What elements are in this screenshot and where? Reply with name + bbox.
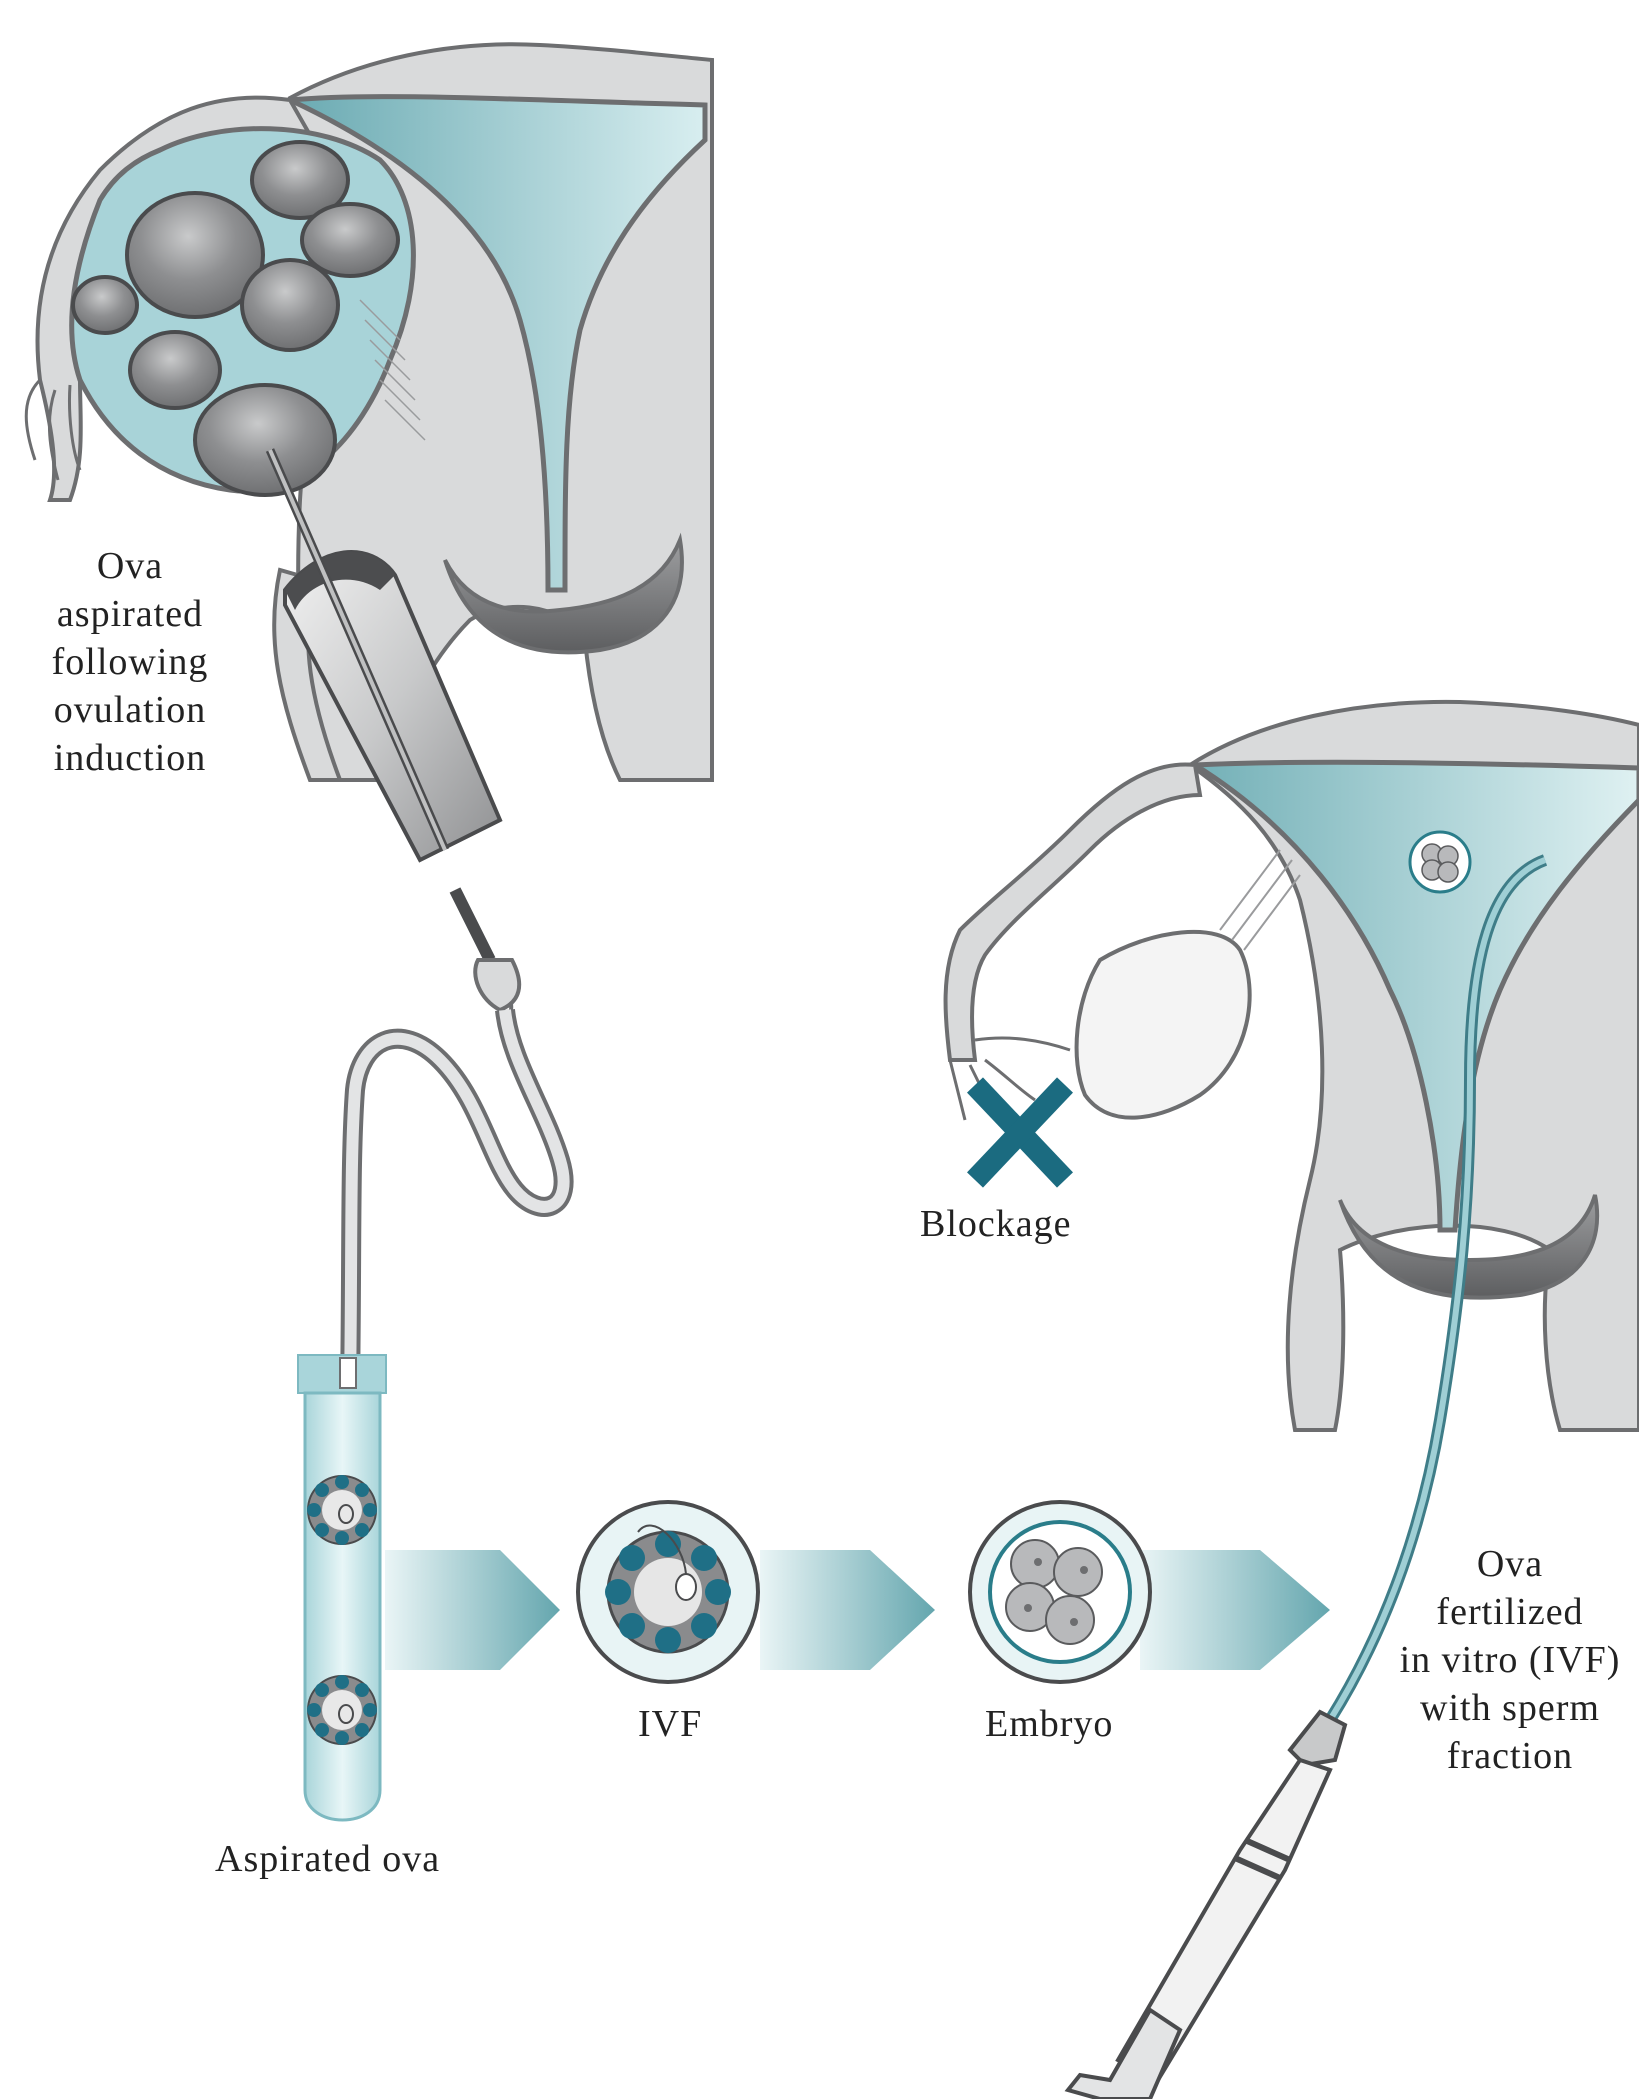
process-arrow-3: [1140, 1550, 1330, 1670]
ovum-in-tube: [307, 1675, 377, 1745]
tubing-connector: [475, 960, 519, 1010]
label-ova-aspirated: Ova aspirated following ovulation induct…: [30, 542, 230, 782]
process-arrow-2: [760, 1550, 935, 1670]
syringe-hub: [1290, 1712, 1345, 1765]
label-ova-aspirated-line-1: Ova: [97, 545, 163, 587]
label-ova-fertilized-line-4: with sperm: [1420, 1687, 1600, 1729]
process-arrow-1: [385, 1550, 560, 1670]
label-ova-fertilized-line-5: fraction: [1447, 1735, 1573, 1777]
label-ova-fertilized-line-2: fertilized: [1436, 1591, 1583, 1633]
test-tube: [298, 1355, 386, 1820]
embryo-in-uterus: [1410, 832, 1470, 892]
label-blockage: Blockage: [920, 1200, 1072, 1248]
test-tube-body: [305, 1393, 380, 1820]
ovarian-ligament: [1220, 850, 1300, 950]
follicle: [242, 260, 338, 350]
label-ova-aspirated-line-4: ovulation: [54, 689, 207, 731]
label-ova-aspirated-line-2: aspirated: [57, 593, 203, 635]
follicle: [73, 277, 137, 333]
follicle: [195, 385, 335, 495]
label-ova-aspirated-line-5: induction: [54, 737, 207, 779]
ovum-in-tube: [307, 1475, 377, 1545]
syringe: [1068, 1712, 1345, 2099]
aspiration-tubing: [350, 960, 564, 1390]
label-aspirated-ova: Aspirated ova: [215, 1835, 440, 1883]
label-ova-fertilized-line-3: in vitro (IVF): [1400, 1639, 1621, 1681]
embryo-dish: [970, 1502, 1150, 1682]
label-ivf: IVF: [638, 1700, 702, 1748]
ovary-right: [1077, 932, 1250, 1118]
label-ova-aspirated-line-3: following: [52, 641, 209, 683]
blockage-x-mark: [975, 1085, 1065, 1180]
ivf-dish: [578, 1502, 758, 1682]
follicle: [130, 332, 220, 408]
label-ova-fertilized: Ova fertilized in vitro (IVF) with sperm…: [1380, 1540, 1639, 1780]
syringe-plunger: [1068, 2010, 1180, 2099]
label-ova-fertilized-line-1: Ova: [1477, 1543, 1543, 1585]
uterus-aspiration-illustration: [26, 44, 712, 960]
label-embryo: Embryo: [985, 1700, 1113, 1748]
sperm-head: [676, 1574, 696, 1600]
